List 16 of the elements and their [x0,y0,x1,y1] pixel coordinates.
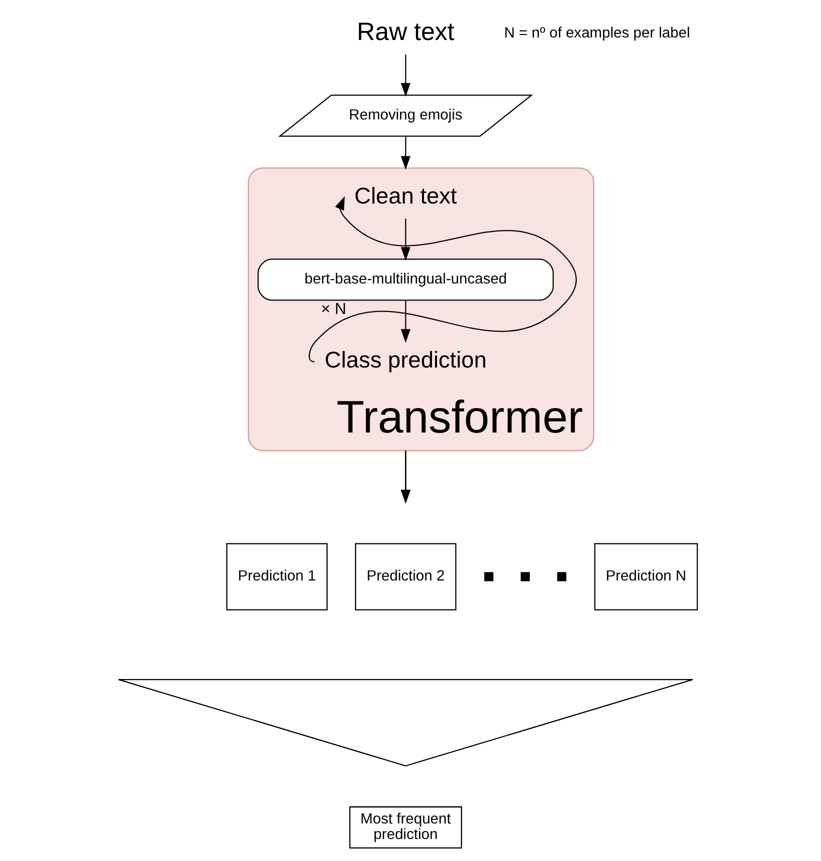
node-box: Most frequent prediction [349,806,462,848]
node-text: Raw text [356,18,454,46]
arrow [400,450,411,504]
node-box: Prediction N [594,543,698,610]
label: N = nº of examples per label [504,25,690,42]
node-triangle [118,678,694,766]
node-text: Clean text [354,182,457,208]
node-box: bert-base-multilingual-uncased [258,258,554,301]
arrow [400,300,410,343]
arrow [400,218,410,261]
node-box: Prediction 2 [354,543,456,610]
arrow [400,136,410,170]
node-box: Prediction 1 [226,543,328,610]
arrow [400,54,410,97]
node-text: Class prediction [324,346,487,372]
edge-label: × N [321,301,346,318]
